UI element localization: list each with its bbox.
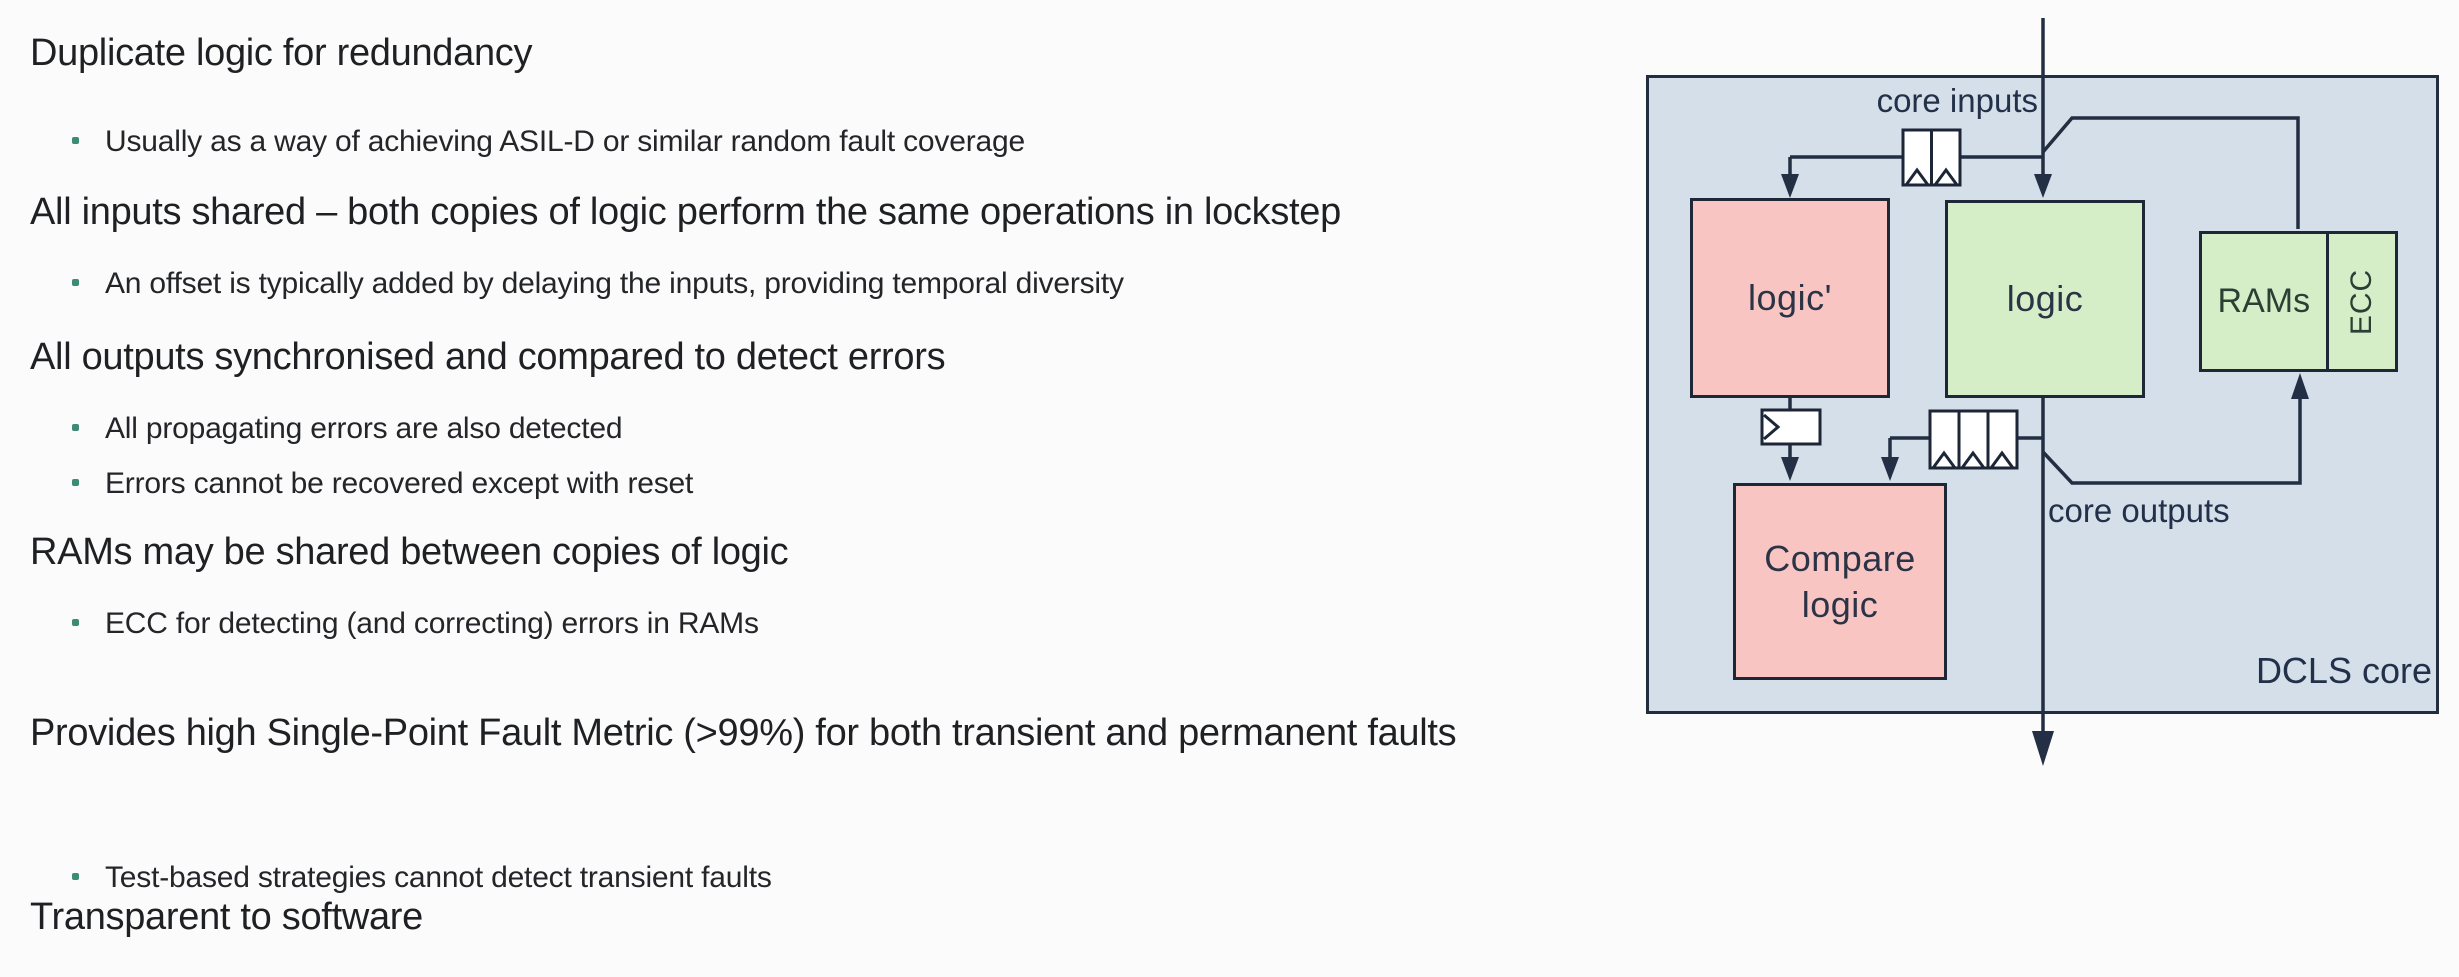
bullet-text: An offset is typically added by delaying… [105,267,1124,300]
heading-fault-metric: Provides high Single-Point Fault Metric … [30,712,1457,754]
bullet-text: Errors cannot be recovered except with r… [105,467,694,500]
block-rams: RAMs [2202,234,2326,369]
label-core-outputs: core outputs [2048,492,2230,529]
bullet-item: An offset is typically added by delaying… [72,266,1124,302]
bullet-dot-icon [72,479,79,486]
bullet-text-column: Duplicate logic for redundancy Usually a… [30,32,1457,938]
bullet-text: Usually as a way of achieving ASIL-D or … [105,125,1025,158]
block-logic-label: logic [2006,278,2084,319]
block-rams-ecc: RAMs ECC [2199,231,2398,372]
heading-transparent-software: Transparent to software [30,896,423,938]
bullet-text: Test-based strategies cannot detect tran… [105,861,772,894]
heading-rams-shared: RAMs may be shared between copies of log… [30,531,789,573]
bullet-item: Test-based strategies cannot detect tran… [72,860,772,896]
block-logic-prime: logic' [1690,198,1890,398]
heading-duplicate-logic: Duplicate logic for redundancy [30,32,533,74]
block-logic: logic [1945,200,2145,398]
block-logic-prime-label: logic' [1748,277,1832,318]
block-rams-label: RAMs [2217,282,2311,320]
heading-outputs-synchronised: All outputs synchronised and compared to… [30,336,946,378]
bullet-item: ECC for detecting (and correcting) error… [72,606,759,642]
bullet-dot-icon [72,619,79,626]
bullet-dot-icon [72,424,79,431]
block-ecc-label: ECC [2344,268,2378,335]
bullet-dot-icon [72,873,79,880]
bullet-item: All propagating errors are also detected [72,411,623,447]
bullet-text: ECC for detecting (and correcting) error… [105,607,759,640]
bullet-dot-icon [72,137,79,144]
dcls-diagram: logic' logic RAMs ECC Compare logic core… [1640,0,2459,800]
block-ecc: ECC [2325,234,2395,369]
label-core-inputs: core inputs [1876,82,2038,119]
label-dcls-core: DCLS core [2255,650,2432,691]
bullet-item: Errors cannot be recovered except with r… [72,466,693,502]
block-compare-logic: Compare logic [1733,483,1947,680]
bullet-item: Usually as a way of achieving ASIL-D or … [72,124,1025,160]
bullet-dot-icon [72,279,79,286]
block-compare-logic-label: Compare logic [1764,537,1916,625]
heading-all-inputs-shared: All inputs shared – both copies of logic… [30,191,1341,233]
arrowhead-core-output-exit-icon [2032,731,2054,766]
bullet-text: All propagating errors are also detected [105,412,623,445]
